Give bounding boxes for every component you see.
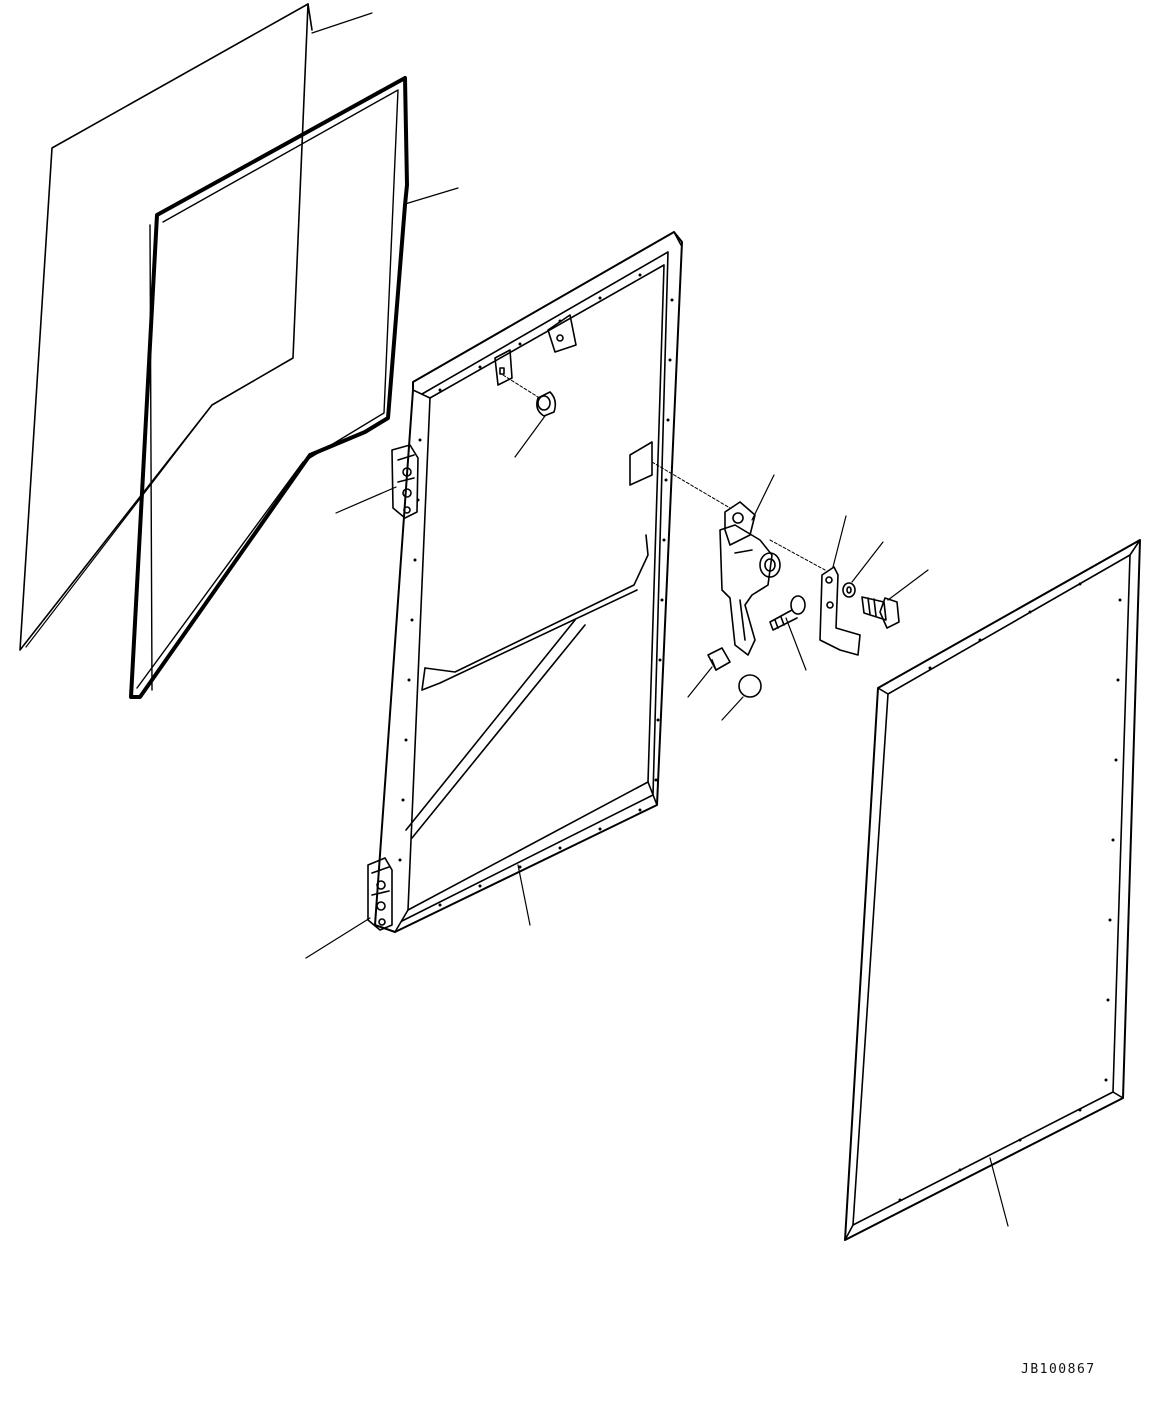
leader-line <box>769 539 826 571</box>
leader-line <box>785 617 807 671</box>
striker-plate <box>819 566 861 656</box>
lock-knob <box>738 674 762 698</box>
upper-hinge <box>391 444 419 519</box>
leader-line <box>989 1157 1009 1227</box>
lower-hinge <box>367 857 393 931</box>
leader-line <box>25 404 213 648</box>
leader-line <box>832 515 847 568</box>
lock-clip <box>707 647 731 671</box>
drawing-code: JB100867 <box>1021 1362 1096 1377</box>
leader-line <box>851 541 884 583</box>
leader-line <box>404 187 459 205</box>
glass-pane <box>19 3 313 651</box>
door-lock <box>719 501 781 656</box>
leader-line <box>502 374 539 398</box>
leader-line <box>514 415 546 458</box>
window-seal <box>129 76 409 699</box>
lock-screw <box>769 595 806 631</box>
inner-trim-panel <box>844 539 1141 1241</box>
leader-line <box>751 474 775 521</box>
leader-line <box>651 461 731 509</box>
washer <box>842 582 856 598</box>
leader-line <box>517 864 531 926</box>
leader-line <box>311 12 373 34</box>
leader-line <box>305 917 371 959</box>
leader-line <box>721 696 744 721</box>
leader-line <box>335 486 397 514</box>
door-frame <box>374 231 683 933</box>
leader-line <box>687 666 713 698</box>
hex-bolt <box>861 596 900 629</box>
rubber-stopper <box>536 391 557 417</box>
leader-line <box>887 569 929 601</box>
